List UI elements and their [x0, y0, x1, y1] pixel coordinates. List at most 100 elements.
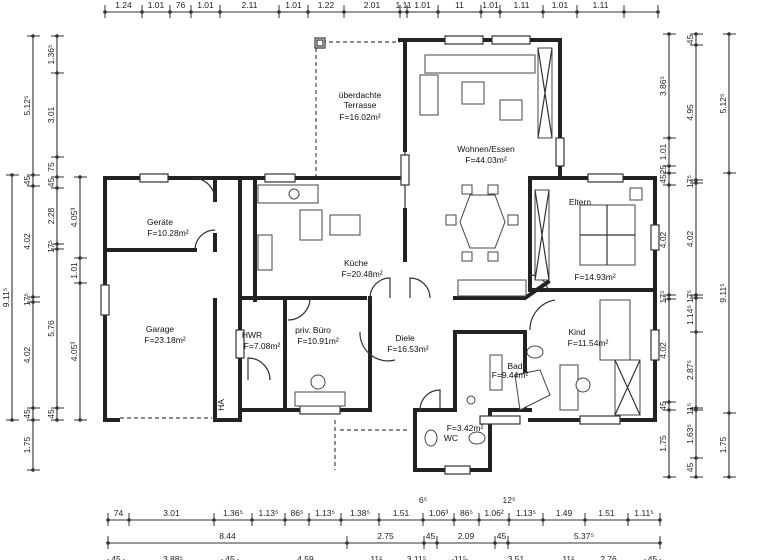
dimension-label: 1.49 — [556, 508, 573, 518]
dimension-dot — [727, 171, 731, 175]
room-garage-area: F=23.18m² — [144, 335, 186, 345]
dimension-dot — [667, 183, 671, 187]
dimension-label: 4.05³ — [69, 208, 79, 228]
dimension-label: 1.01 — [658, 143, 668, 160]
dimension-dot — [422, 541, 426, 545]
dimension-dot — [78, 256, 82, 260]
room-diele-area: F=16.53m² — [387, 344, 429, 354]
dimension-label: 8.44 — [219, 531, 236, 541]
dimension-dot — [127, 518, 131, 522]
dimension-label: 11⁵ — [370, 554, 382, 560]
dimension-label: 45 — [497, 531, 507, 541]
room-labels: überdachte Terrasse F=16.02m² Wohnen/Ess… — [144, 90, 616, 443]
dimension-dot — [452, 518, 456, 522]
dimension-dot — [31, 406, 35, 410]
dimension-label: 45 — [685, 463, 695, 473]
dimension-label: 11⁵ — [685, 403, 695, 415]
dimension-label: 1.38⁵ — [350, 508, 370, 518]
dimension-label: 11 — [455, 0, 464, 10]
dimension-dot — [541, 10, 545, 14]
dimension-label: 75 — [46, 162, 56, 172]
room-terrasse-area: F=16.02m² — [339, 112, 381, 122]
terrace-outline — [314, 37, 400, 180]
furniture — [257, 47, 643, 447]
dimension-dot — [667, 32, 671, 36]
room-kueche-area: F=20.48m² — [341, 269, 383, 279]
dimension-label: 25 — [658, 165, 668, 175]
dimension-label: 17⁵ — [685, 290, 695, 303]
dimension-label: 45 — [426, 531, 436, 541]
dimension-dot — [656, 10, 660, 14]
dimension-dot — [435, 541, 439, 545]
dimension-dot — [575, 10, 579, 14]
dimension-label: 45 — [46, 178, 56, 188]
dimension-label: 1.13⁵ — [315, 508, 335, 518]
room-geraete-name: Geräte — [147, 217, 173, 227]
dimension-label: 17⁵ — [658, 291, 668, 304]
dimension-label: 9.11⁵ — [718, 283, 728, 302]
coffee-table — [461, 81, 485, 105]
dimension-dot — [78, 418, 82, 422]
dimension-dot — [498, 10, 502, 14]
dimension-dot — [306, 10, 310, 14]
kitchen-table — [329, 214, 361, 236]
dimension-dot — [31, 34, 35, 38]
dimension-dot — [405, 10, 409, 14]
dimension-dot — [218, 10, 222, 14]
room-hwr-name: HWR — [242, 330, 262, 340]
dimension-label: 1.75 — [22, 436, 32, 453]
dimension-dot — [55, 418, 59, 422]
dimension-label: 74 — [114, 508, 124, 518]
dimension-dot — [667, 164, 671, 168]
dimension-label: 17⁵ — [46, 240, 56, 253]
dimension-dot — [31, 295, 35, 299]
dimension-label: 1.01 — [285, 0, 302, 10]
desk — [294, 391, 346, 407]
dimension-label: 45 — [685, 35, 695, 45]
dimension-label: 1.01 — [414, 0, 431, 10]
dimension-label: 2.87⁵ — [685, 360, 695, 380]
dimension-dot — [10, 418, 14, 422]
dimension-label: 1.01 — [482, 0, 499, 10]
dimension-dot — [658, 518, 662, 522]
dimension-label: 86⁵ — [460, 508, 473, 518]
room-hwr-area: F=7.08m² — [244, 341, 281, 351]
dimension-dot — [342, 10, 346, 14]
dimension-dot — [283, 518, 287, 522]
room-terrasse-name: überdachte — [339, 90, 382, 100]
dimension-dot — [212, 518, 216, 522]
toilet — [526, 345, 544, 359]
dimension-label: 76 — [176, 0, 186, 10]
room-garage-name: Garage — [146, 324, 175, 334]
dimension-label: 1.11 — [593, 0, 609, 10]
dimension-dot — [694, 475, 698, 479]
dimension-dot — [667, 408, 671, 412]
dimension-label: 1.75 — [718, 436, 728, 453]
dimension-dot — [345, 541, 349, 545]
wc-toilet — [468, 431, 486, 445]
dimension-dot — [667, 136, 671, 140]
dimension-dot — [477, 518, 481, 522]
dimension-label: 3.51 — [508, 554, 525, 560]
dimension-dot — [667, 297, 671, 301]
dimension-dot — [106, 518, 110, 522]
dimension-dot — [377, 518, 381, 522]
dimension-label: 4.02 — [658, 342, 668, 359]
dimension-dot — [31, 418, 35, 422]
dimension-dot — [10, 173, 14, 177]
dimension-dot — [667, 293, 671, 297]
dimension-dot — [339, 518, 343, 522]
dimension-dot — [694, 178, 698, 182]
dimension-label: 4.02 — [22, 233, 32, 250]
dimension-dot — [421, 518, 425, 522]
doors — [192, 150, 556, 411]
dimension-dot — [493, 541, 497, 545]
dimension-dot — [250, 518, 254, 522]
dimension-dot — [55, 186, 59, 190]
room-bad-name: Bad — [507, 361, 522, 371]
dimension-dot — [55, 175, 59, 179]
dimension-label: 45 — [225, 554, 235, 560]
dimension-label: 3.86⁵ — [658, 76, 668, 96]
dimension-label: 2.11 — [242, 0, 258, 10]
dimension-dot — [667, 171, 671, 175]
